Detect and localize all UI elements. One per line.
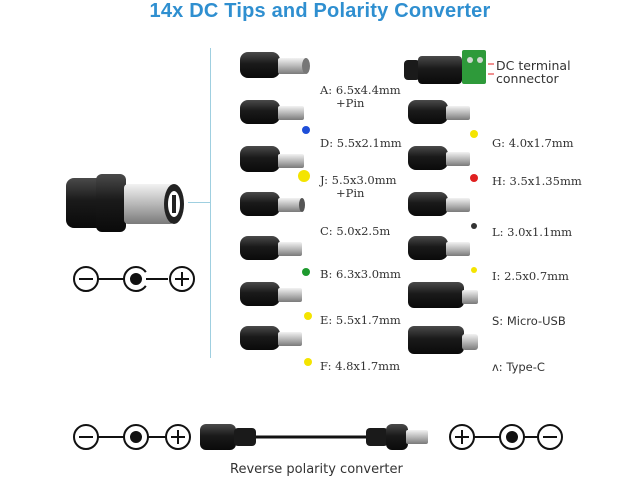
tip-label-type-c: ʌ: Type-C <box>492 360 545 374</box>
bracket-line <box>210 48 212 358</box>
dc-terminal-connector <box>404 50 494 84</box>
tip-label-e: E: 5.5x1.7mm <box>320 313 401 327</box>
bracket-connector <box>188 202 210 203</box>
tip-label-s: S: Micro-USB <box>492 314 566 328</box>
tip-label-g: G: 4.0x1.7mm <box>492 136 574 150</box>
tip-label-a: A: 6.5x4.4mm+Pin <box>320 83 401 110</box>
reverse-polarity-label: Reverse polarity converter <box>230 462 403 477</box>
reverse-polarity-cable <box>200 424 428 450</box>
main-dc-plug <box>66 174 184 232</box>
tips-right-graphics <box>408 100 478 354</box>
polarity-symbol-negative-center <box>73 266 195 292</box>
tip-label-d: D: 5.5x2.1mm <box>320 136 402 150</box>
tips-left-graphics <box>240 52 312 366</box>
polarity-symbol-bottom-left <box>73 424 191 450</box>
tip-label-f: F: 4.8x1.7mm <box>320 359 400 373</box>
tip-label-i: I: 2.5x0.7mm <box>492 269 569 283</box>
page-title: 14x DC Tips and Polarity Converter <box>149 0 491 22</box>
tip-label-c: C: 5.0x2.5m <box>320 224 391 238</box>
tip-label-h: H: 3.5x1.35mm <box>492 174 582 188</box>
tip-label-l: L: 3.0x1.1mm <box>492 225 573 239</box>
tip-label-j: J: 5.5x3.0mm+Pin <box>320 173 397 200</box>
tip-label-b: B: 6.3x3.0mm <box>320 267 401 281</box>
polarity-symbol-bottom-right <box>449 424 563 450</box>
